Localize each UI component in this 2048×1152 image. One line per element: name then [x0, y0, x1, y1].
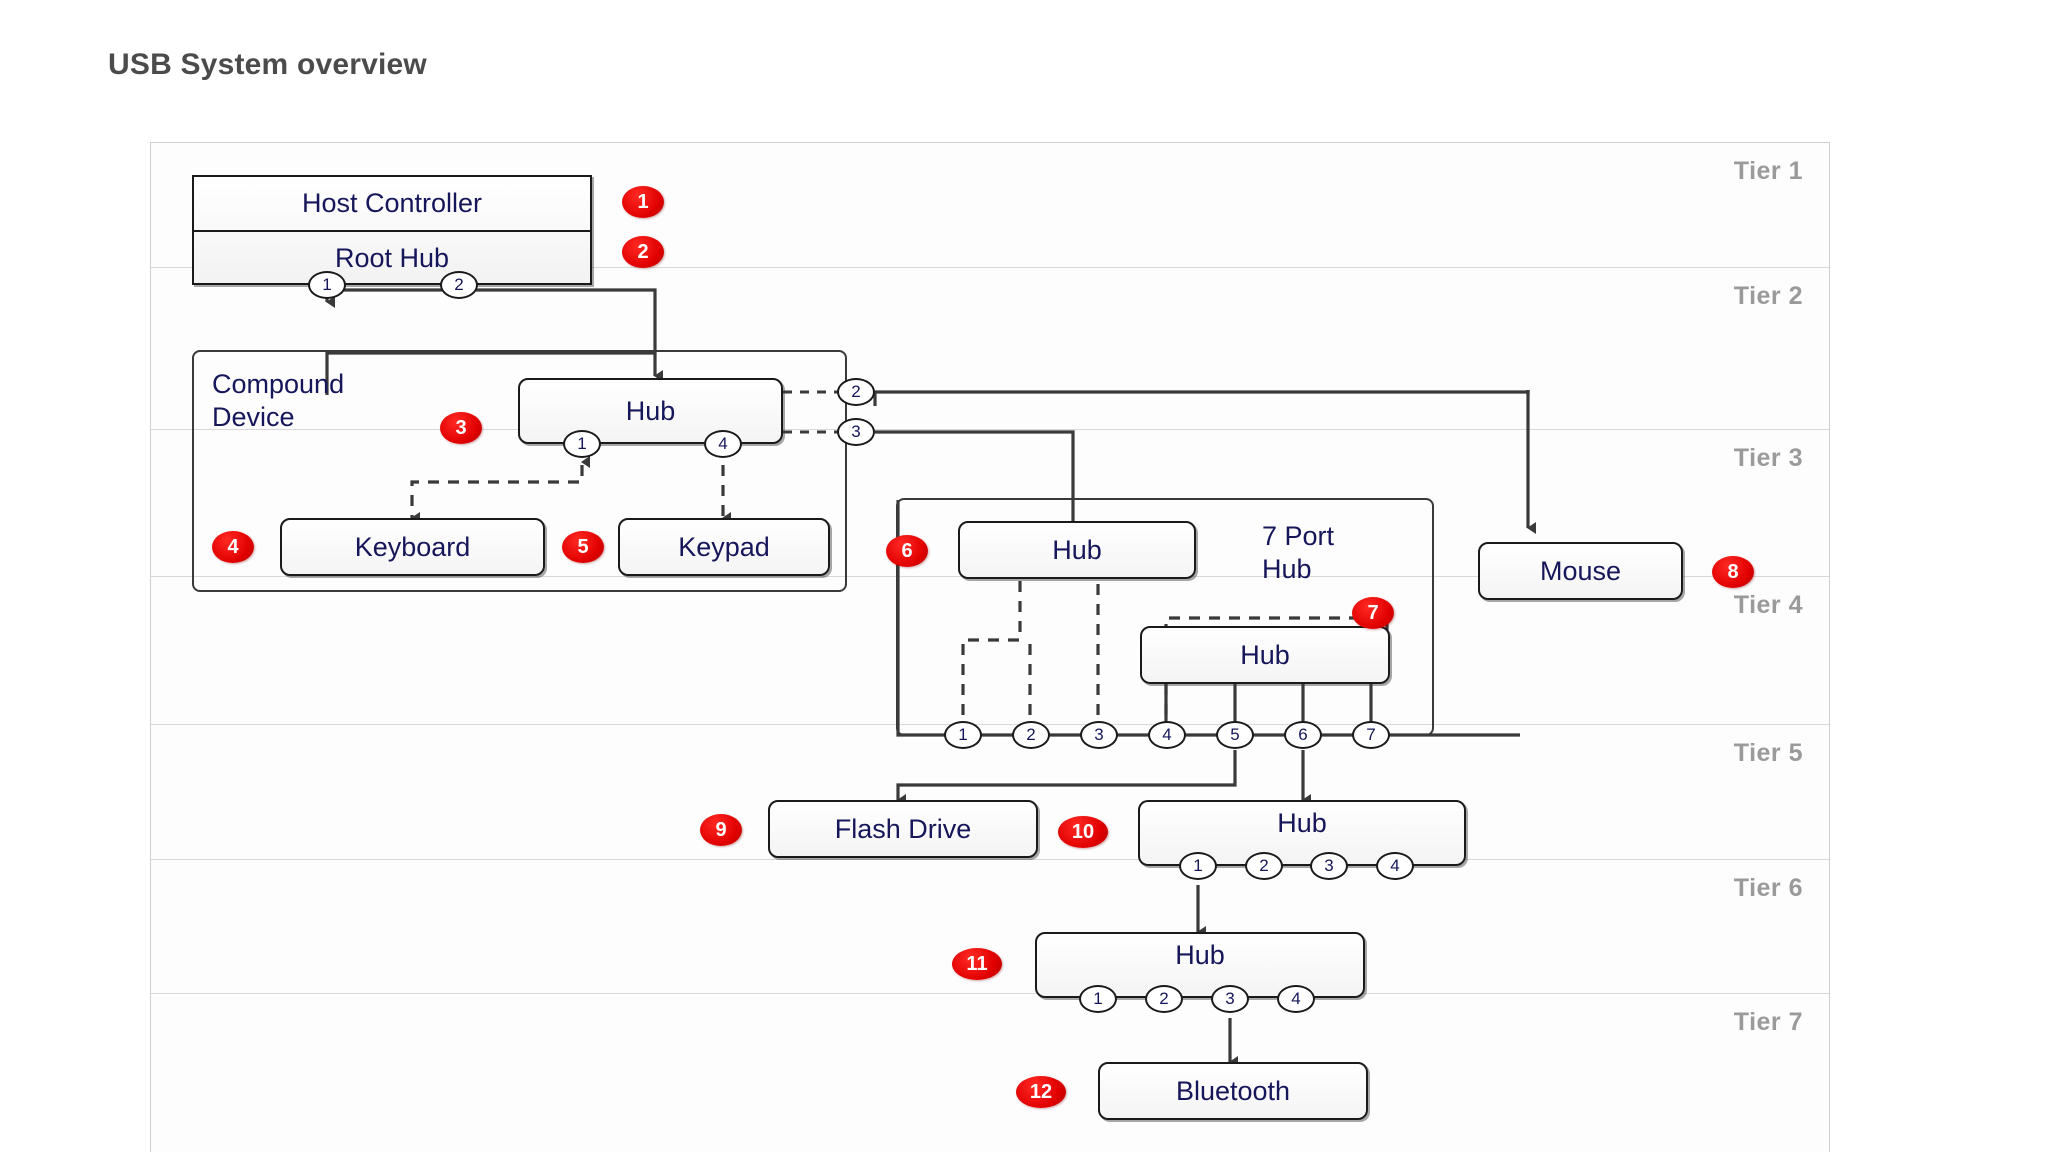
hub-tier6-port-1[interactable]: 1	[1079, 985, 1117, 1013]
hub-tier5-port-3[interactable]: 3	[1310, 852, 1348, 880]
hub-tier6-port-2[interactable]: 2	[1145, 985, 1183, 1013]
tier-row-1: Tier 1	[151, 143, 1829, 268]
badge-5-keypad: 5	[562, 531, 604, 563]
badge-9-flash-drive: 9	[700, 814, 742, 846]
hub-tier2-port-3[interactable]: 3	[837, 418, 875, 446]
tier-row-5: Tier 5	[151, 725, 1829, 860]
seven-port-hub-port-5[interactable]: 5	[1216, 721, 1254, 749]
hub-tier2-side-stubs	[783, 390, 838, 434]
hub-tier2-port-4[interactable]: 4	[704, 430, 742, 458]
badge-2-root-hub: 2	[622, 236, 664, 268]
hub-tier2-port-1[interactable]: 1	[563, 430, 601, 458]
badge-8-mouse: 8	[1712, 556, 1754, 588]
hub-tier3-box[interactable]: Hub	[958, 521, 1196, 579]
bluetooth-label: Bluetooth	[1175, 1075, 1291, 1106]
seven-port-hub-port-7[interactable]: 7	[1352, 721, 1390, 749]
root-hub-port-2[interactable]: 2	[440, 271, 478, 299]
tier-label-2: Tier 2	[1733, 282, 1803, 310]
badge-11-hub-tier6: 11	[952, 948, 1002, 980]
bluetooth-box[interactable]: Bluetooth	[1098, 1062, 1368, 1120]
mouse-label: Mouse	[1539, 555, 1622, 586]
keyboard-box[interactable]: Keyboard	[280, 518, 545, 576]
flash-drive-box[interactable]: Flash Drive	[768, 800, 1038, 858]
badge-4-keyboard: 4	[212, 531, 254, 563]
tier-label-5: Tier 5	[1733, 739, 1803, 767]
seven-port-hub-label: 7 Port Hub	[1262, 521, 1335, 585]
badge-12-bluetooth: 12	[1016, 1076, 1066, 1108]
tier-label-7: Tier 7	[1733, 1008, 1803, 1036]
badge-6-hub-tier3: 6	[886, 535, 928, 567]
hub-tier5-port-1[interactable]: 1	[1179, 852, 1217, 880]
compound-device-label: Compound Device	[212, 369, 345, 433]
tier-label-1: Tier 1	[1733, 157, 1803, 185]
seven-port-hub-port-2[interactable]: 2	[1012, 721, 1050, 749]
tier-row-7: Tier 7	[151, 994, 1829, 1152]
hub-tier3-label: Hub	[1052, 534, 1102, 565]
hub-tier2-label: Hub	[625, 395, 676, 426]
flash-drive-label: Flash Drive	[834, 813, 972, 844]
host-controller-label: Host Controller	[194, 177, 590, 232]
badge-7-seven-port-hub: 7	[1352, 597, 1394, 629]
hub-tier6-port-3[interactable]: 3	[1211, 985, 1249, 1013]
tier-label-3: Tier 3	[1733, 444, 1803, 472]
hub-tier2-box[interactable]: Hub	[518, 378, 783, 444]
hub-tier6-port-4[interactable]: 4	[1277, 985, 1315, 1013]
hub-tier2-port-2[interactable]: 2	[837, 378, 875, 406]
keypad-label: Keypad	[678, 531, 770, 562]
compound-device-group[interactable]	[192, 350, 847, 592]
hub-tier5-port-2[interactable]: 2	[1245, 852, 1283, 880]
seven-port-hub-port-6[interactable]: 6	[1284, 721, 1322, 749]
tier-label-4: Tier 4	[1733, 591, 1803, 619]
seven-port-hub-port-4[interactable]: 4	[1148, 721, 1186, 749]
mouse-box[interactable]: Mouse	[1478, 542, 1683, 600]
keyboard-label: Keyboard	[354, 531, 471, 562]
page-title: USB System overview	[108, 48, 427, 81]
hub-tier5-label: Hub	[1277, 807, 1327, 838]
keypad-box[interactable]: Keypad	[618, 518, 830, 576]
seven-port-hub-port-1[interactable]: 1	[944, 721, 982, 749]
root-hub-port-1[interactable]: 1	[308, 271, 346, 299]
root-hub-label: Root Hub	[334, 243, 450, 273]
seven-port-hub-port-3[interactable]: 3	[1080, 721, 1118, 749]
tier-label-6: Tier 6	[1733, 874, 1803, 902]
hub-tier6-label: Hub	[1175, 939, 1225, 970]
tier-row-6: Tier 6	[151, 860, 1829, 994]
badge-3-compound-device: 3	[440, 412, 482, 444]
hub-tier4-label: Hub	[1240, 639, 1290, 670]
hub-tier4-box[interactable]: Hub	[1140, 626, 1390, 684]
hub-tier5-port-4[interactable]: 4	[1376, 852, 1414, 880]
badge-10-hub-tier5: 10	[1058, 816, 1108, 848]
host-controller-root-hub-box[interactable]: Host Controller Root Hub	[192, 175, 592, 285]
badge-1-host-controller: 1	[622, 186, 664, 218]
